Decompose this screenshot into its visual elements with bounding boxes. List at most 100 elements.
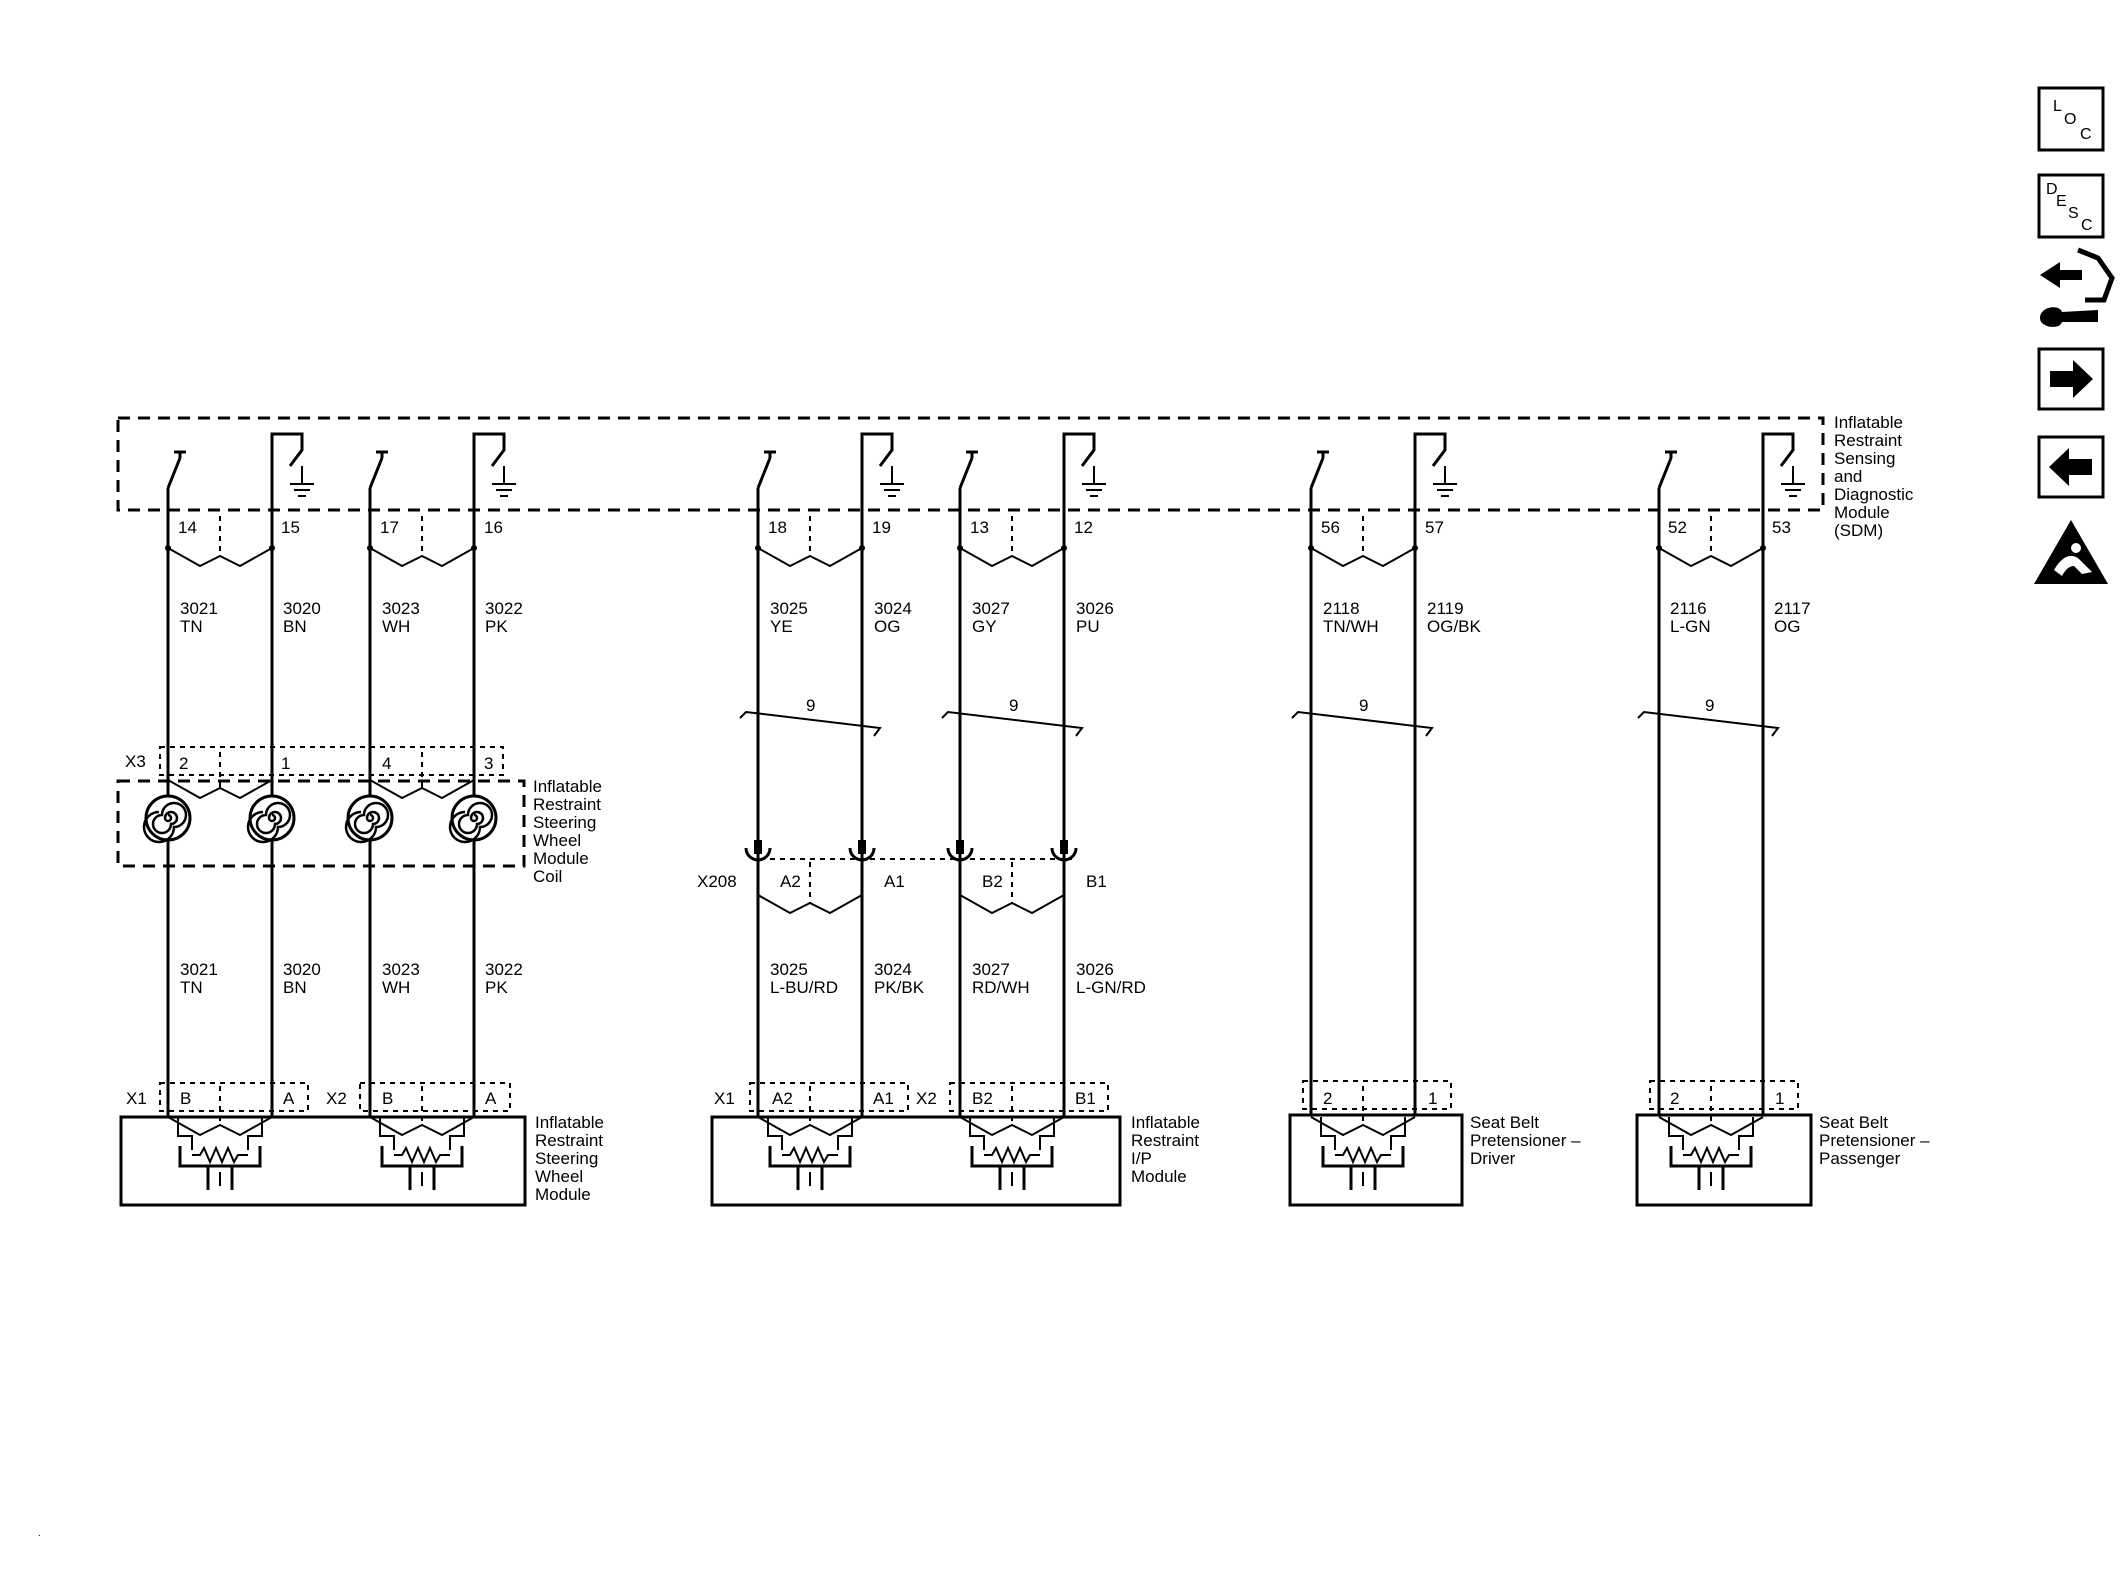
sdm-pin-label: 56 bbox=[1321, 518, 1340, 537]
coil-spirals bbox=[142, 752, 498, 844]
pin-dot bbox=[859, 545, 865, 551]
coil-label-line: Module bbox=[533, 849, 589, 868]
x208-terminal-pin bbox=[754, 840, 762, 854]
wire-circuit-label: 3025 bbox=[770, 960, 808, 979]
module-label-line: Module bbox=[535, 1185, 591, 1204]
loc-letter: C bbox=[2080, 126, 2092, 143]
sdm-pin-label: 17 bbox=[380, 518, 399, 537]
shorting-bar bbox=[369, 547, 475, 568]
squib-resistor-icon bbox=[984, 1145, 1040, 1165]
twist-count-label: 9 bbox=[806, 696, 815, 715]
x208-pin-label: B2 bbox=[982, 872, 1003, 891]
twisted-pair-marker: 9 bbox=[739, 696, 882, 737]
clockspring-coil-icon bbox=[450, 794, 498, 842]
clockspring-coil-icon bbox=[346, 794, 394, 842]
steering-x1-connector-outline bbox=[159, 1082, 309, 1112]
ip-module-label: Inflatable Restraint I/P Module bbox=[1131, 1113, 1200, 1186]
squib-lead bbox=[1320, 1117, 1336, 1150]
x208-shorting-bar bbox=[757, 894, 863, 915]
upper-wire-labels: 3021 TN 3020 BN 3023 WH 3022 PK 3025 YE … bbox=[180, 599, 1811, 636]
wire-color-label: PK bbox=[485, 978, 508, 997]
device-shorting-bar bbox=[369, 1116, 475, 1137]
sdm-switch-contact bbox=[368, 457, 384, 489]
shorting-bar bbox=[167, 547, 273, 568]
coil-label: Inflatable Restraint Steering Wheel Modu… bbox=[533, 777, 602, 886]
coil-label-line: Inflatable bbox=[533, 777, 602, 796]
sdm-switch-contact bbox=[1761, 432, 1795, 548]
esd-warning-icon[interactable] bbox=[2034, 520, 2108, 584]
module-label-line: Restraint bbox=[535, 1131, 603, 1150]
pin-dot bbox=[755, 545, 761, 551]
clockspring-coil-icon bbox=[144, 794, 192, 842]
ip-x2-label: X2 bbox=[916, 1089, 937, 1108]
pin-dot bbox=[1061, 545, 1067, 551]
right-arrow-icon bbox=[2050, 360, 2093, 398]
steering-wheel-coil: X3 2 1 4 3 Inflatable Restraint Steering… bbox=[116, 746, 602, 886]
location-button[interactable]: L O C bbox=[2037, 86, 2105, 152]
description-button[interactable]: D E S C bbox=[2037, 173, 2105, 239]
x208-terminal-cup bbox=[946, 847, 974, 862]
passenger-pretensioner-label: Seat Belt Pretensioner – Passenger bbox=[1819, 1113, 1930, 1168]
left-arrow-icon bbox=[2049, 448, 2092, 486]
clockspring-coil-icon bbox=[448, 801, 494, 844]
pin-dot bbox=[367, 545, 373, 551]
wire-circuit-label: 3021 bbox=[180, 599, 218, 618]
sdm-switch-contact bbox=[1413, 432, 1447, 548]
steering-x2-connector-outline bbox=[359, 1082, 511, 1112]
twist-count-label: 9 bbox=[1009, 696, 1018, 715]
steering-pin-label: B bbox=[180, 1089, 191, 1108]
ip-pin-label: A2 bbox=[772, 1089, 793, 1108]
steering-wheel-module: X1 X2 B A B A Inflatable Restraint Steer… bbox=[119, 1082, 604, 1207]
wire-color-label: BN bbox=[283, 617, 307, 636]
ip-x1-label: X1 bbox=[714, 1089, 735, 1108]
squib-resistor-icon bbox=[192, 1145, 248, 1165]
module-label-line: I/P bbox=[1131, 1149, 1152, 1168]
wire-color-label: TN bbox=[180, 978, 203, 997]
squib-resistor-icon bbox=[394, 1145, 450, 1165]
service-procedure-icon[interactable] bbox=[2040, 247, 2115, 327]
coil-pin-label: 2 bbox=[179, 754, 188, 773]
passenger-pin-label: 2 bbox=[1670, 1089, 1679, 1108]
sdm-pin-label: 14 bbox=[178, 518, 197, 537]
wire-circuit-label: 2116 bbox=[1670, 599, 1707, 618]
module-label-line: Pretensioner – bbox=[1819, 1131, 1930, 1150]
steering-x2-label: X2 bbox=[326, 1089, 347, 1108]
wire-circuit-label: 3026 bbox=[1076, 599, 1114, 618]
wire-circuit-label: 3023 bbox=[382, 599, 420, 618]
sdm-label-line: Restraint bbox=[1834, 431, 1902, 450]
wire-color-label: BN bbox=[283, 978, 307, 997]
sdm-pin-label: 15 bbox=[281, 518, 300, 537]
next-arrow-button[interactable] bbox=[2037, 347, 2105, 411]
sdm-outline bbox=[116, 416, 1825, 512]
sdm-internal-switches bbox=[166, 432, 1805, 568]
wire-circuit-label: 3021 bbox=[180, 960, 218, 979]
desc-letter: E bbox=[2056, 193, 2067, 210]
pin-dot bbox=[1412, 545, 1418, 551]
driver-connector-outline bbox=[1302, 1080, 1452, 1110]
steering-module-label: Inflatable Restraint Steering Wheel Modu… bbox=[535, 1113, 604, 1204]
sdm-label-line: (SDM) bbox=[1834, 521, 1883, 540]
squib-lead bbox=[1039, 1117, 1055, 1150]
squib-lead bbox=[837, 1117, 853, 1150]
sdm-switch-contact bbox=[756, 457, 772, 489]
wire-color-label: L-BU/RD bbox=[770, 978, 838, 997]
previous-arrow-button[interactable] bbox=[2037, 435, 2105, 499]
sdm-switch-contact bbox=[166, 457, 182, 489]
module-label-line: Pretensioner – bbox=[1470, 1131, 1581, 1150]
device-shorting-bar bbox=[959, 1116, 1065, 1137]
x208-terminal-cup bbox=[1050, 847, 1078, 862]
device-shorting-bar bbox=[1658, 1116, 1764, 1137]
module-label-line: Seat Belt bbox=[1470, 1113, 1539, 1132]
module-label-line: Seat Belt bbox=[1819, 1113, 1888, 1132]
sdm-switch-contact bbox=[1062, 432, 1096, 548]
wire-color-label: TN bbox=[180, 617, 203, 636]
device-shorting-bar bbox=[167, 1116, 273, 1137]
module-label-line: Module bbox=[1131, 1167, 1187, 1186]
x208-terminal-cup bbox=[848, 847, 876, 862]
sdm-pin-label: 57 bbox=[1425, 518, 1444, 537]
wire-color-label: PK/BK bbox=[874, 978, 925, 997]
squib-resistor-icon bbox=[782, 1145, 838, 1165]
ip-pin-label: B2 bbox=[972, 1089, 993, 1108]
steering-pin-label: A bbox=[283, 1089, 295, 1108]
wire-circuit-label: 3027 bbox=[972, 599, 1010, 618]
